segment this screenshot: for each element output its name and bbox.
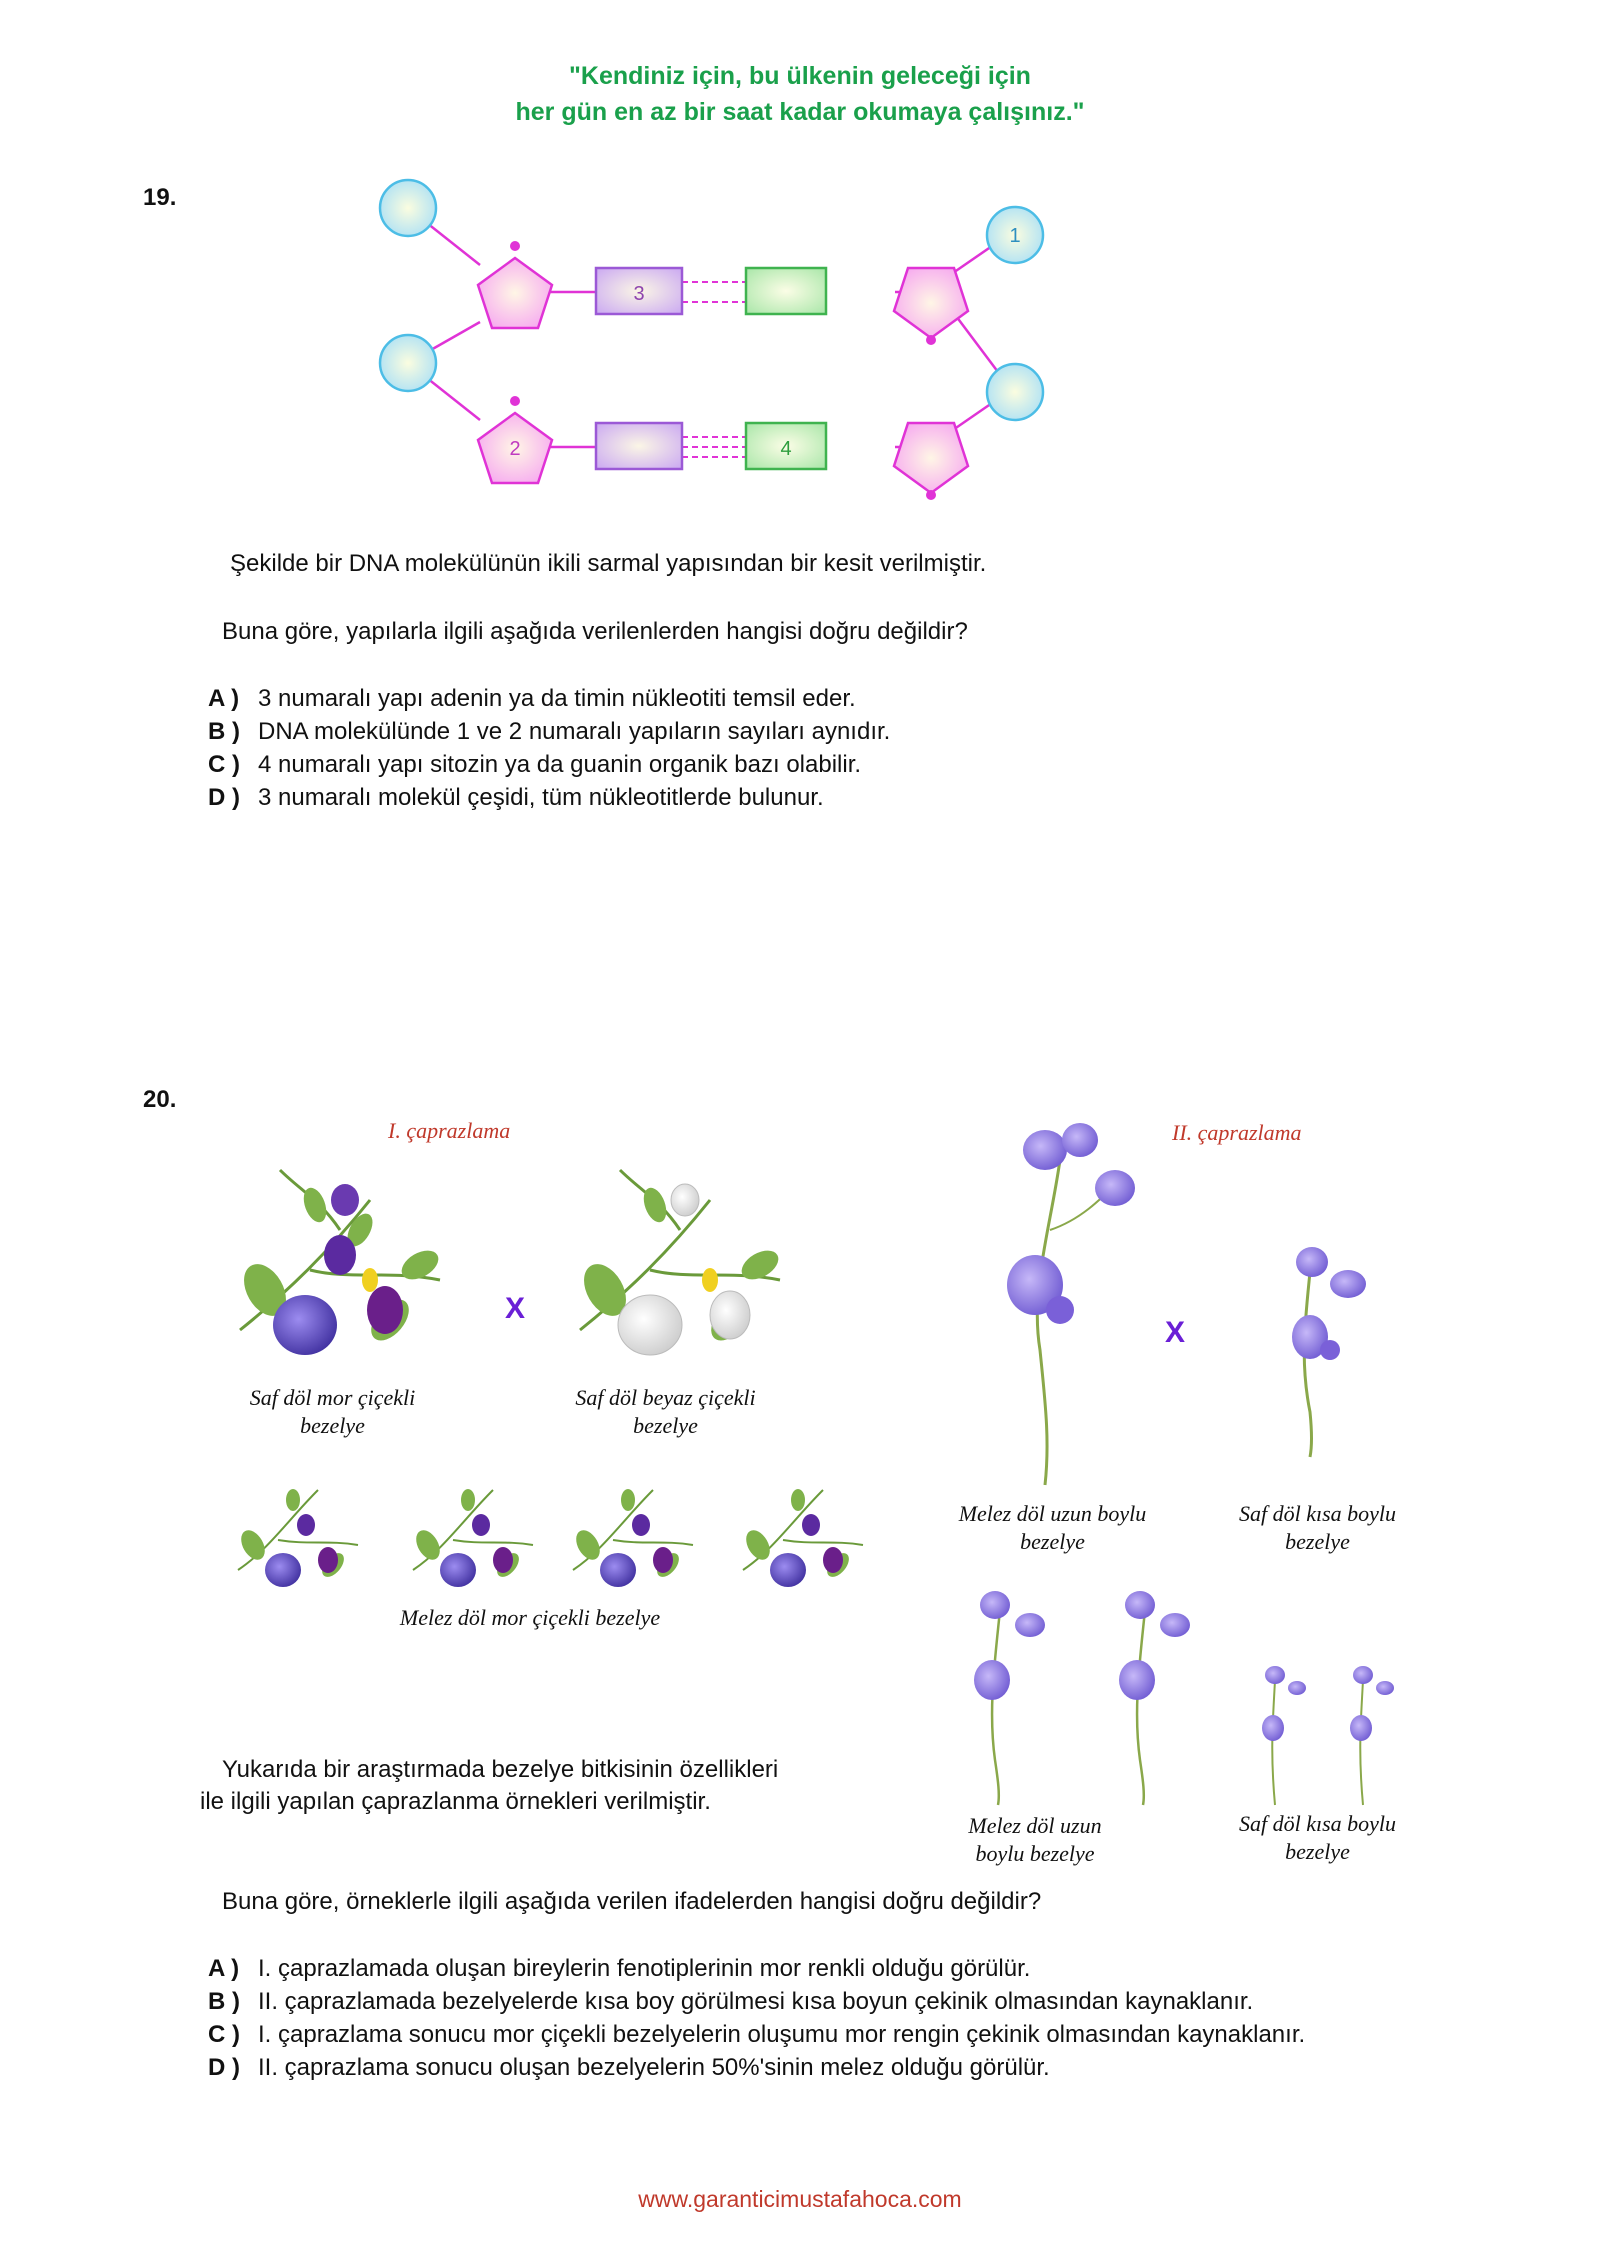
caption-tall-offspring: Melez döl uzun boylu bezelye bbox=[968, 1813, 1102, 1866]
q19-option-d[interactable]: D )3 numaralı molekül çeşidi, tüm nükleo… bbox=[208, 784, 824, 811]
q19-stem-2: Buna göre, yapılarla ilgili aşağıda veri… bbox=[222, 618, 968, 645]
label-1: 1 bbox=[1009, 225, 1020, 247]
purple-pea-plant-illustration bbox=[239, 1168, 441, 1355]
caption-white-parent: Saf döl beyaz çiçekli bezelye bbox=[575, 1385, 756, 1438]
phosphate-circle bbox=[378, 178, 438, 238]
motto-line-2: her gün en az bir saat kadar okumaya çal… bbox=[515, 98, 1085, 126]
short-pea-plant-illustration bbox=[1292, 1247, 1366, 1458]
q20-option-a[interactable]: A )I. çaprazlamada oluşan bireylerin fen… bbox=[208, 1955, 1031, 1982]
cross-1-title: I. çaprazlama bbox=[388, 1118, 511, 1143]
sugar-pentagon-2 bbox=[476, 411, 554, 485]
motto-line-1: "Kendiniz için, bu ülkenin geleceği için bbox=[569, 62, 1031, 90]
caption-purple-parent: Saf döl mor çiçekli bezelye bbox=[249, 1385, 416, 1438]
sugar-pentagon bbox=[476, 256, 554, 330]
caption-tall-parent: Melez döl uzun boylu bezelye bbox=[958, 1501, 1147, 1554]
q20-option-b[interactable]: B )II. çaprazlamada bezelyelerde kısa bo… bbox=[208, 1988, 1254, 2015]
dna-structure-diagram: 3 4 2 1 bbox=[378, 178, 1045, 500]
question-20-number: 20. bbox=[143, 1086, 177, 1113]
tall-offspring-illustration bbox=[974, 1589, 1192, 1807]
q19-options: A )3 numaralı yapı adenin ya da timin nü… bbox=[208, 682, 890, 814]
q20-option-c[interactable]: C )I. çaprazlama sonucu mor çiçekli beze… bbox=[208, 2021, 1306, 2048]
base-rect-4 bbox=[744, 421, 828, 471]
cross-symbol-1: X bbox=[505, 1292, 526, 1325]
caption-short-offspring: Saf döl kısa boylu bezelye bbox=[1238, 1811, 1397, 1864]
base-rect bbox=[594, 421, 684, 471]
cross-symbol-2: X bbox=[1165, 1316, 1186, 1349]
q20-stem-1b: ile ilgili yapılan çaprazlanma örnekleri… bbox=[200, 1788, 711, 1815]
label-3: 3 bbox=[633, 283, 644, 305]
q19-option-b[interactable]: B )DNA molekülünde 1 ve 2 numaralı yapıl… bbox=[208, 718, 891, 745]
base-rect-3 bbox=[594, 266, 684, 316]
q19-stem-1: Şekilde bir DNA molekülünün ikili sarmal… bbox=[230, 550, 987, 577]
question-19-number: 19. bbox=[143, 184, 177, 211]
caption-hybrid-purple: Melez döl mor çiçekli bezelye bbox=[399, 1605, 661, 1630]
label-4: 4 bbox=[780, 438, 791, 460]
q20-stem-2: Buna göre, örneklerle ilgili aşağıda ver… bbox=[222, 1888, 1042, 1915]
phosphate-circle bbox=[985, 362, 1045, 422]
cross-2-title: II. çaprazlama bbox=[1172, 1120, 1302, 1145]
phosphate-circle-1 bbox=[985, 205, 1045, 265]
short-offspring-illustration bbox=[1262, 1665, 1395, 1806]
label-2: 2 bbox=[509, 438, 520, 460]
q19-option-a[interactable]: A )3 numaralı yapı adenin ya da timin nü… bbox=[208, 685, 856, 712]
base-rect bbox=[744, 266, 828, 316]
q20-options: A )I. çaprazlamada oluşan bireylerin fen… bbox=[208, 1952, 1305, 2084]
q19-option-c[interactable]: C )4 numaralı yapı sitozin ya da guanin … bbox=[208, 751, 862, 778]
tall-pea-plant-illustration bbox=[1007, 1123, 1135, 1486]
phosphate-circle bbox=[378, 333, 438, 393]
footer-website-link[interactable]: www.garanticimustafahoca.com bbox=[638, 2186, 962, 2212]
sugar-pentagon bbox=[892, 421, 970, 495]
caption-short-parent: Saf döl kısa boylu bezelye bbox=[1238, 1501, 1397, 1554]
q20-option-d[interactable]: D )II. çaprazlama sonucu oluşan bezelyel… bbox=[208, 2054, 1050, 2081]
sugar-pentagon bbox=[892, 266, 970, 340]
white-pea-plant-illustration bbox=[579, 1168, 781, 1356]
q20-stem-1a: Yukarıda bir araştırmada bezelye bitkisi… bbox=[222, 1756, 779, 1783]
hybrid-purple-offspring-illustration bbox=[237, 1488, 864, 1588]
